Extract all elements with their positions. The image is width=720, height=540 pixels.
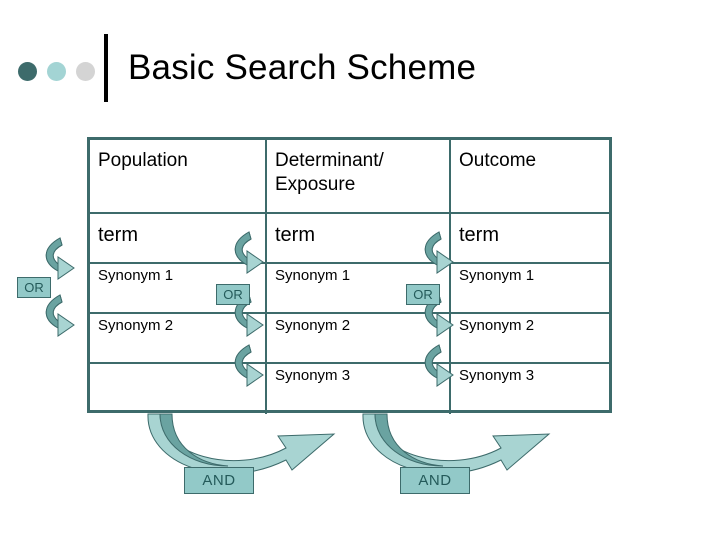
header-determinant-exposure: Determinant/ Exposure	[267, 140, 451, 212]
table-header-row: Population Determinant/ Exposure Outcome	[90, 140, 609, 214]
header-determinant-line1: Determinant/	[275, 150, 384, 171]
and-label-population-determinant: AND	[184, 467, 254, 494]
dot-dark-icon	[18, 62, 37, 81]
cell-determinant-synonym2: Synonym 2	[267, 314, 451, 362]
or-arrow-population-1	[45, 237, 75, 280]
cell-population-synonym1: Synonym 1	[90, 264, 267, 312]
and-arrow-population-determinant	[147, 413, 335, 475]
cell-determinant-synonym3: Synonym 3	[267, 364, 451, 414]
and-label-determinant-outcome: AND	[400, 467, 470, 494]
cell-population-synonym3	[90, 364, 267, 414]
cell-population-term: term	[90, 214, 267, 262]
table-row: Synonym 1 Synonym 1 Synonym 1	[90, 264, 609, 314]
cell-determinant-term: term	[267, 214, 451, 262]
cell-outcome-synonym2: Synonym 2	[459, 317, 535, 334]
cell-outcome-synonym3: Synonym 3	[459, 367, 535, 384]
header-population: Population	[90, 140, 267, 212]
cell-outcome-term: term	[459, 224, 499, 246]
cell-population-synonym2: Synonym 2	[90, 314, 267, 362]
and-arrow-determinant-outcome	[362, 413, 550, 475]
or-label-outcome: OR	[406, 284, 440, 305]
search-scheme-table: Population Determinant/ Exposure Outcome…	[87, 137, 612, 414]
or-label-determinant: OR	[216, 284, 250, 305]
decorative-dots	[18, 62, 96, 82]
title-divider-rule	[104, 34, 108, 102]
cell-determinant-synonym1: Synonym 1	[267, 264, 451, 312]
table-row: Synonym 2 Synonym 2 Synonym 2	[90, 314, 609, 364]
cell-outcome-synonym1: Synonym 1	[459, 267, 535, 284]
table-row: Synonym 3 Synonym 3	[90, 364, 609, 414]
dot-light-icon	[47, 62, 66, 81]
header-determinant-line2: Exposure	[275, 174, 356, 195]
or-label-population: OR	[17, 277, 51, 298]
table-row: term term term	[90, 214, 609, 264]
header-outcome: Outcome	[459, 150, 537, 171]
or-arrow-population-2	[45, 294, 75, 337]
dot-grey-icon	[76, 62, 95, 81]
page-title: Basic Search Scheme	[128, 48, 477, 87]
